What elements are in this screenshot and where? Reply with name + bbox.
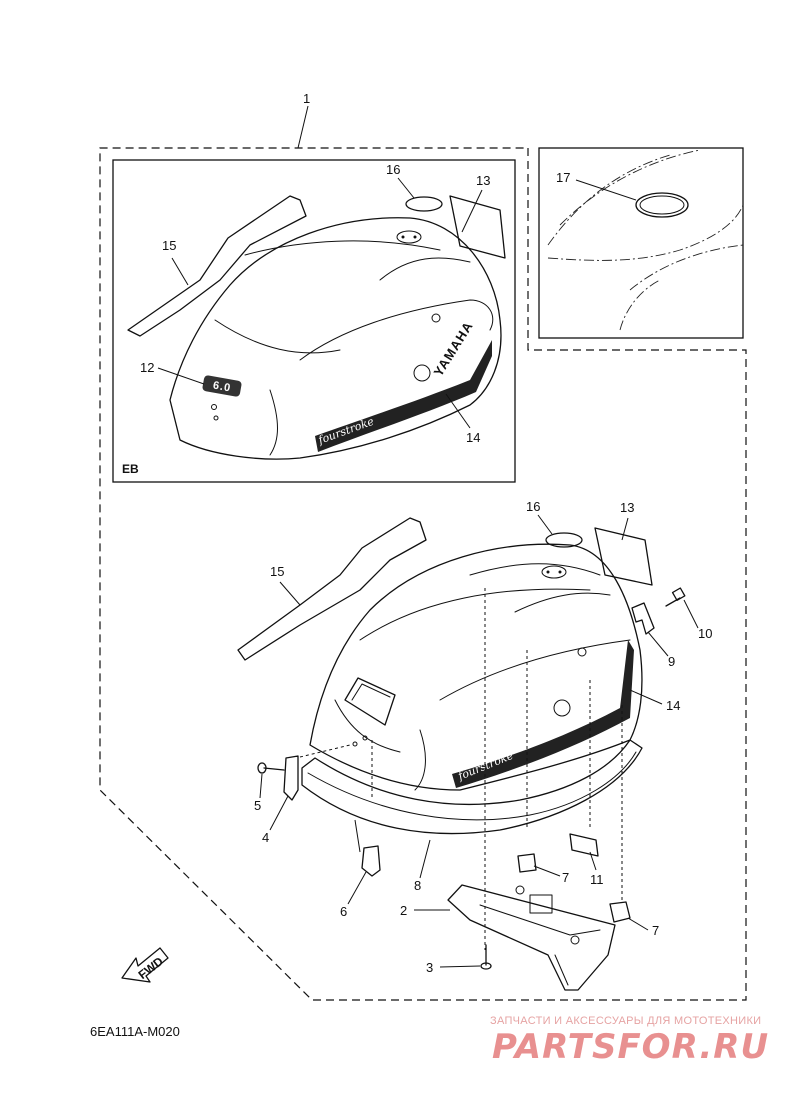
callout-main-2: 2	[400, 903, 407, 918]
callout-1: 1	[303, 91, 310, 106]
callout-main-11: 11	[590, 872, 604, 887]
callout-main-10: 10	[698, 626, 712, 641]
part-7-clip-b	[609, 901, 631, 923]
watermark-site: PARTSFOR.RU	[492, 1027, 769, 1067]
part-8-seal	[301, 739, 643, 835]
part-6-catch	[361, 845, 381, 877]
inset-17-frame	[538, 147, 744, 339]
callout-top-14: 14	[466, 430, 480, 445]
inset-badge-text: 6.0	[212, 380, 232, 395]
callout-main-15: 15	[270, 564, 284, 579]
inset-eb-frame	[112, 159, 516, 483]
callout-main-7b: 7	[652, 923, 659, 938]
callout-main-13: 13	[620, 500, 634, 515]
callout-main-9: 9	[668, 654, 675, 669]
callout-main-6: 6	[340, 904, 347, 919]
inset-part-13	[449, 195, 506, 259]
assembly-boundary	[99, 147, 747, 1001]
part-3-screw	[480, 944, 492, 970]
callout-top-13: 13	[476, 173, 490, 188]
part-17-gasket	[635, 192, 689, 218]
part-13-label	[594, 527, 653, 586]
fwd-label: FWD	[136, 954, 166, 982]
main-top-cowling: fourstroke YAMAHA	[309, 543, 643, 791]
fwd-arrow-icon: FWD	[121, 947, 169, 983]
part-2-handle	[447, 884, 616, 991]
callout-top-12: 12	[140, 360, 154, 375]
main-brand-text: YAMAHA	[569, 661, 615, 721]
callout-main-4: 4	[262, 830, 269, 845]
callout-top-15: 15	[162, 238, 176, 253]
callout-top-16: 16	[386, 162, 400, 177]
part-5-screw	[257, 762, 285, 774]
inset-eb-label: EB	[122, 462, 139, 476]
part-15-decal	[237, 517, 427, 661]
inset-part-16	[405, 196, 443, 212]
callout-main-16: 16	[526, 499, 540, 514]
part-9-bracket	[631, 602, 655, 635]
callout-main-3: 3	[426, 960, 433, 975]
callout-main-7a: 7	[562, 870, 569, 885]
callout-main-5: 5	[254, 798, 261, 813]
part-4-hook	[283, 755, 299, 801]
diagram-code: 6EA111A-M020	[90, 1024, 180, 1039]
watermark-caption: ЗАПЧАСТИ И АКСЕССУАРЫ ДЛЯ МОТОТЕХНИКИ	[490, 1015, 761, 1027]
callout-main-8: 8	[414, 878, 421, 893]
part-7-clip-a	[517, 853, 537, 873]
callout-main-14: 14	[666, 698, 680, 713]
part-11-damper	[569, 833, 599, 857]
inset-top-cowling: fourstroke YAMAHA 6.0	[169, 217, 502, 460]
inset-brand-text: YAMAHA	[431, 319, 477, 379]
callout-top-17: 17	[556, 170, 570, 185]
part-10-bolt	[665, 587, 686, 607]
inset-part-15	[127, 195, 307, 337]
part-16-vent-grommet	[545, 532, 583, 548]
